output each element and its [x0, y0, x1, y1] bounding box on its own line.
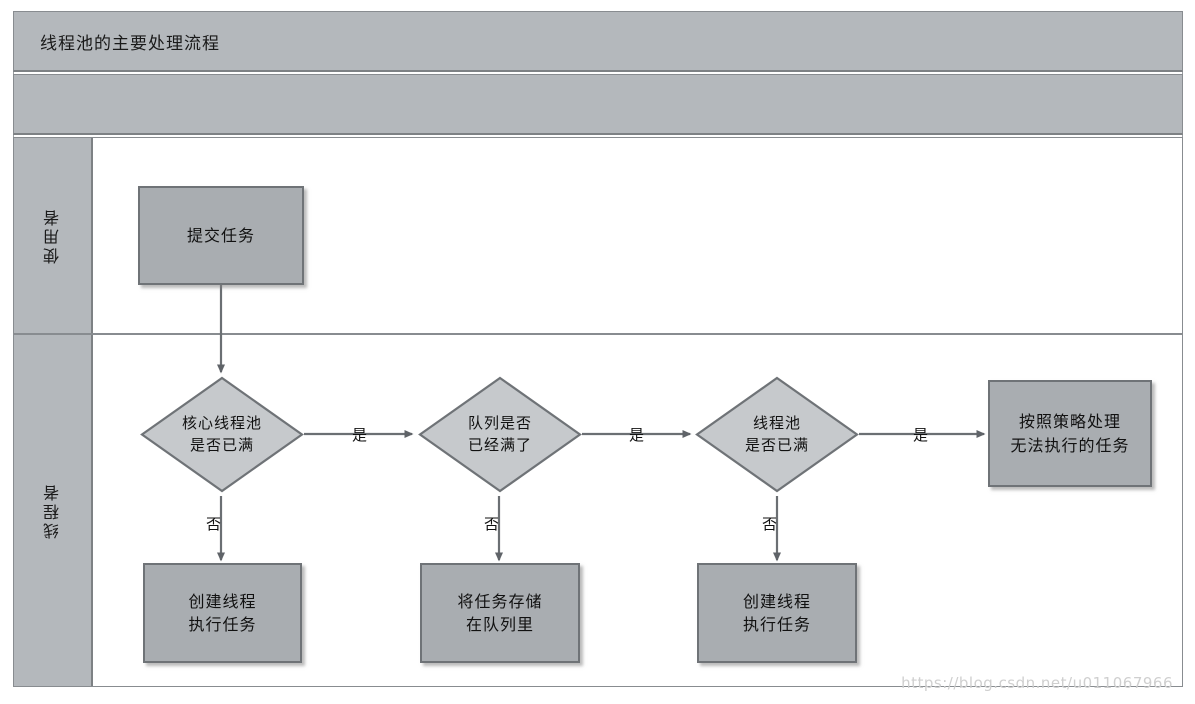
- edge-label-no-2: 否: [484, 515, 500, 533]
- edge-label-yes-1: 是: [352, 426, 368, 444]
- node-create-thread-2-line2: 执行任务: [742, 615, 811, 634]
- edge-label-no-3: 否: [762, 515, 778, 533]
- node-create-thread-1[interactable]: 创建线程 执行任务: [143, 563, 302, 663]
- phase-band: [13, 74, 1183, 135]
- swimlane-header-user: 使用者: [14, 138, 93, 333]
- edge-label-yes-2: 是: [629, 426, 645, 444]
- swimlane-header-thread: 线程者: [14, 335, 93, 686]
- node-create-thread-2-line1: 创建线程: [742, 591, 811, 611]
- node-store-in-queue-line2: 在队列里: [465, 615, 534, 634]
- watermark: https://blog.csdn.net/u011067966: [901, 674, 1173, 692]
- node-submit-task[interactable]: 提交任务: [138, 186, 304, 285]
- swimlane-label-user: 使用者: [42, 207, 62, 264]
- node-queue-full[interactable]: 队列是否 已经满了: [417, 375, 583, 494]
- node-submit-task-line1: 提交任务: [186, 225, 255, 245]
- edge-label-no-1: 否: [206, 515, 222, 533]
- node-create-thread-2[interactable]: 创建线程 执行任务: [697, 563, 857, 663]
- node-store-in-queue[interactable]: 将任务存储 在队列里: [420, 563, 580, 663]
- node-reject-policy-line1: 按照策略处理: [1018, 412, 1121, 432]
- node-pool-full[interactable]: 线程池 是否已满: [694, 375, 860, 494]
- diagram-title-band: 线程池的主要处理流程: [13, 11, 1183, 72]
- node-store-in-queue-line1: 将任务存储: [457, 591, 543, 611]
- page-title: 线程池的主要处理流程: [40, 33, 220, 54]
- node-reject-policy-line2: 无法执行的任务: [1010, 435, 1130, 455]
- edge-label-yes-3: 是: [913, 426, 929, 444]
- swimlane-label-thread: 线程者: [42, 482, 62, 539]
- node-create-thread-1-line2: 执行任务: [188, 615, 257, 634]
- node-core-pool-full[interactable]: 核心线程池 是否已满: [139, 375, 305, 494]
- node-reject-policy[interactable]: 按照策略处理 无法执行的任务: [988, 380, 1152, 487]
- node-create-thread-1-line1: 创建线程: [188, 591, 257, 611]
